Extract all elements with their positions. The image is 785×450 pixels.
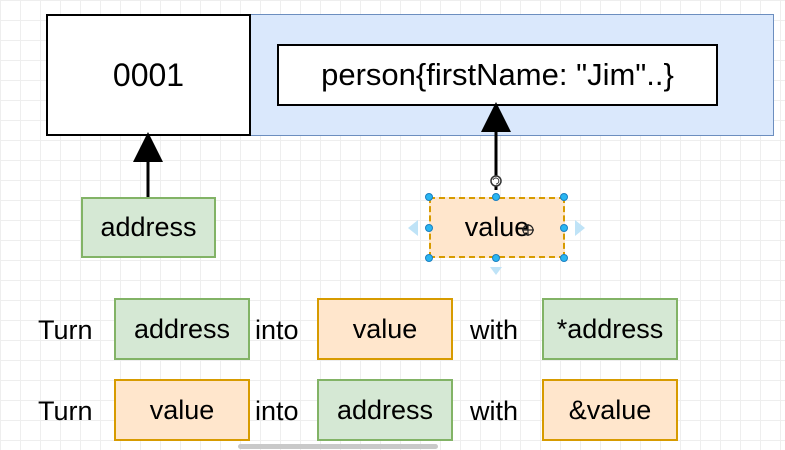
rule2-from-box[interactable]: value: [114, 379, 250, 441]
resize-handle-s[interactable]: [492, 254, 500, 262]
memory-address-box[interactable]: 0001: [46, 14, 251, 136]
hover-arrow-left-icon[interactable]: [408, 220, 418, 236]
rule2-turn-label: Turn: [38, 395, 93, 426]
resize-handle-n[interactable]: [492, 193, 500, 201]
rule1-operator-box[interactable]: *address: [542, 298, 678, 360]
person-object-box[interactable]: person{firstName: "Jim"..}: [277, 44, 718, 106]
rule1-to-box[interactable]: value: [317, 298, 453, 360]
hover-arrow-right-icon[interactable]: [575, 220, 585, 236]
rule1-from-box[interactable]: address: [114, 298, 250, 360]
resize-handle-w[interactable]: [425, 224, 433, 232]
resize-handle-e[interactable]: [560, 224, 568, 232]
resize-handle-se[interactable]: [560, 254, 568, 262]
rule2-to-box[interactable]: address: [317, 379, 453, 441]
resize-handle-nw[interactable]: [425, 193, 433, 201]
address-node[interactable]: address: [81, 197, 216, 258]
rule1-into-label: into: [255, 314, 299, 345]
selection-overlay: [408, 175, 585, 275]
hover-arrow-down-icon[interactable]: [490, 267, 502, 275]
resize-handle-sw[interactable]: [425, 254, 433, 262]
rule1-with-label: with: [470, 314, 519, 345]
rule2-operator-box[interactable]: &value: [542, 379, 678, 441]
horizontal-scrollbar[interactable]: [238, 444, 438, 449]
rule2-with-label: with: [470, 395, 519, 426]
rule2-into-label: into: [255, 395, 299, 426]
rule1-turn-label: Turn: [38, 314, 93, 345]
move-cursor-icon: [522, 224, 534, 236]
resize-handle-ne[interactable]: [560, 193, 568, 201]
